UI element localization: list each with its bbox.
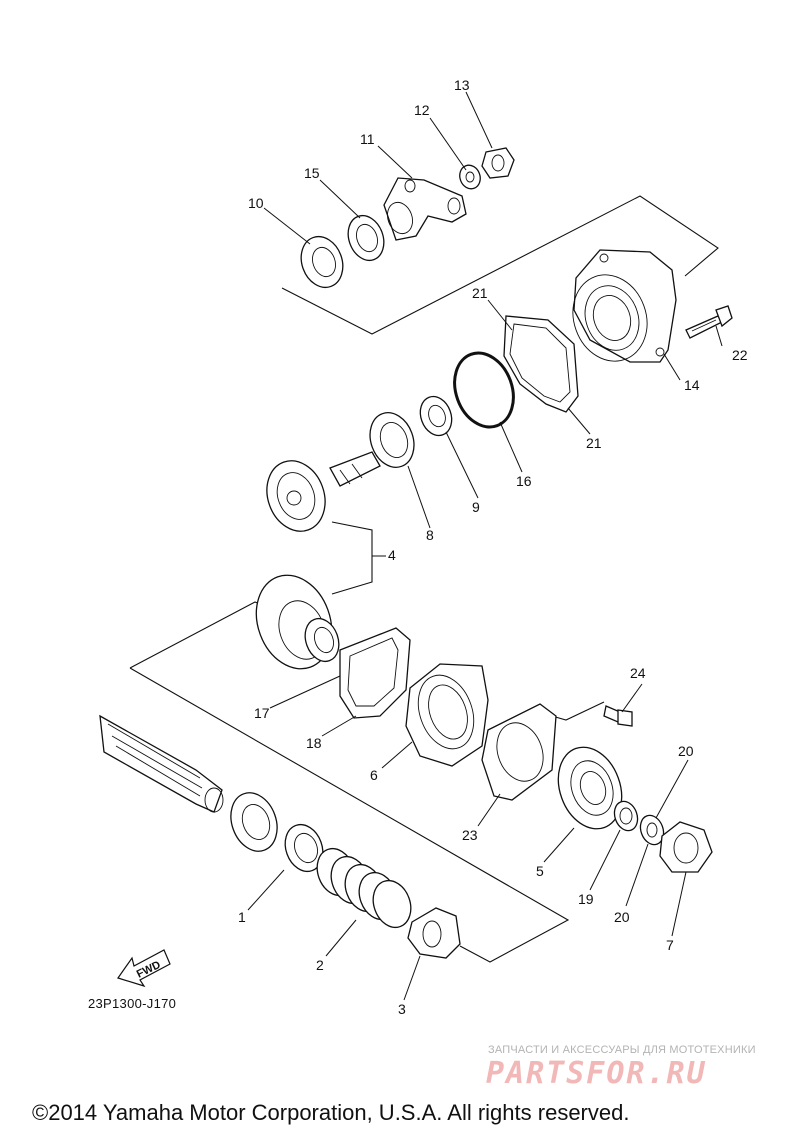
watermark-logo: PARTSFOR.RU [486,1056,707,1091]
bearing-holder-6 [405,663,489,767]
callout-2: 2 [316,957,324,973]
callout-20-top: 20 [678,743,694,759]
collar-1 [284,823,324,873]
gasket-21 [503,315,579,413]
lock-washer-20 [639,814,665,846]
cam-3 [407,907,461,959]
callout-10: 10 [248,195,264,211]
callout-5: 5 [536,863,544,879]
gasket-18 [339,627,411,719]
callout-8: 8 [426,527,434,543]
callout-17: 17 [254,705,270,721]
oil-seal-10 [300,235,344,289]
callout-23: 23 [462,827,478,843]
middle-group-outline [129,601,266,669]
callout-21-bottom: 21 [586,435,602,451]
leader-lines [247,91,723,1001]
bearing-8 [369,412,415,468]
collar-19 [613,800,639,832]
housing-14 [572,249,677,363]
callout-labels: 13 12 11 15 10 21 22 14 21 16 9 8 4 17 1… [238,77,748,1017]
spring-2 [316,847,412,929]
callout-19: 19 [578,891,594,907]
bolt-24 [603,705,633,727]
fwd-badge: FWD [135,959,163,981]
callout-20-bottom: 20 [614,909,630,925]
o-ring-16 [453,351,515,429]
yoke-11 [383,177,467,241]
copyright-notice: ©2014 Yamaha Motor Corporation, U.S.A. A… [32,1100,630,1125]
bearing-5 [557,746,623,830]
callout-9: 9 [472,499,480,515]
callout-14: 14 [684,377,700,393]
bolt-24-link [551,701,605,721]
gear-set-bracket [331,521,373,595]
nut-7 [659,821,713,873]
gasket-23 [481,703,557,801]
callout-6: 6 [370,767,378,783]
callout-21-top: 21 [472,285,488,301]
callout-13: 13 [454,77,470,93]
callout-15: 15 [304,165,320,181]
bearing-1 [230,792,278,852]
callout-7: 7 [666,937,674,953]
lower-group-outline [129,667,570,963]
nut-13 [481,147,515,179]
washer-12 [459,164,481,190]
callout-22: 22 [732,347,748,363]
callout-16: 16 [516,473,532,489]
callout-18: 18 [306,735,322,751]
race-9 [419,395,453,437]
watermark-tagline: ЗАПЧАСТИ И АКСЕССУАРЫ ДЛЯ МОТОТЕХНИКИ [488,1044,756,1056]
drive-shaft [99,714,224,813]
callout-12: 12 [414,102,430,118]
drive-pinion-gear [266,451,381,532]
collar-15 [347,214,385,262]
forward-arrow-icon: FWD [117,949,171,988]
drawing-code: 23P1300-J170 [88,996,177,1011]
callout-24: 24 [630,665,646,681]
driven-bevel-gear [255,574,340,670]
callout-1: 1 [238,909,246,925]
callout-4: 4 [388,547,396,563]
callout-11: 11 [360,131,375,147]
bolt-22 [685,305,733,339]
upper-group-outline [281,195,719,335]
callout-3: 3 [398,1001,406,1017]
